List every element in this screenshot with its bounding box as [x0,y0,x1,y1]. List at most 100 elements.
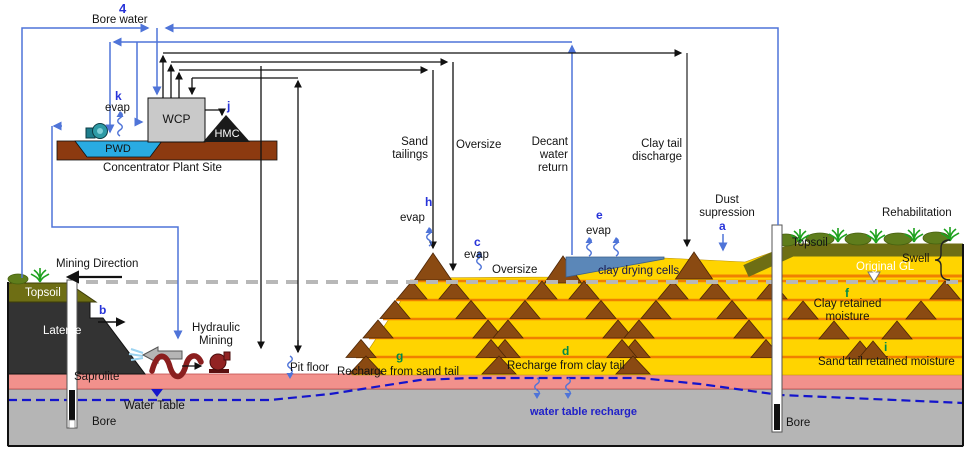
bund-triangle [472,319,504,339]
vegetation [7,226,960,285]
label-oversize-mid: Oversize [492,264,538,276]
label-d: d [562,344,570,358]
label-pit-floor: Pit floor [290,362,329,374]
bund-triangle [438,280,470,300]
grass-tuft-icon [30,267,50,283]
bund-triangle [526,280,558,300]
bund-triangle [733,319,765,339]
diagram-border [7,244,964,447]
label-bore-left: Bore [92,416,117,428]
bund-triangle [657,280,689,300]
bund-triangle [818,320,850,340]
label-decant-return: Decant water return [531,136,568,174]
label-original-gl: Original GL [856,261,915,273]
swell-brace [934,239,951,281]
bund-triangle [585,299,617,319]
bund-triangles [345,251,961,375]
label-plant-site: Concentrator Plant Site [103,162,222,174]
bund-triangle [475,338,507,358]
label-swell: Swell [902,253,930,265]
bund-triangle [699,280,731,300]
pit-pump-icon [209,351,231,373]
label-c: c [474,235,481,249]
label-clay-discharge: Clay tail discharge [632,138,682,163]
label-topsoil-left: Topsoil [25,287,61,299]
bund-triangle [623,319,655,339]
pump-icon [85,123,108,139]
label-sand-tailings: Sand tailings [392,136,428,161]
original-gl-marker [867,271,881,283]
terrain [7,226,964,447]
label-sand-moisture: Sand tail retained moisture [818,356,955,368]
bund-triangle [348,355,384,375]
label-f: f [845,286,849,300]
decant-pond [565,256,665,278]
substrate-layer [7,388,964,447]
process-lines [159,49,691,370]
bund-triangle [481,355,517,375]
label-mining-direction: Mining Direction [56,258,139,270]
bund-triangle [345,338,377,358]
shrub-icon [844,232,872,246]
squiggle-arrowhead [116,111,124,117]
bund-triangle [857,340,889,360]
shrub-icon [7,273,29,285]
label-k: k [115,89,122,103]
label-g: g [396,349,404,363]
label-oversize-top: Oversize [456,139,502,151]
label-e-evap: evap [586,225,611,237]
label-bore-water: Bore water [92,14,148,26]
label-recharge-sand: Recharge from sand tail [337,366,460,378]
shrub-icon [922,231,950,245]
bund-triangle [787,300,819,320]
label-h-evap: evap [400,212,425,224]
bund-triangle [413,252,453,281]
bund-triangle [929,280,961,300]
wcp-box [147,97,206,143]
bund-triangle [881,320,913,340]
label-a: a [719,219,726,233]
water-table-line [8,376,964,405]
label-clay-drying-cells: clay drying cells [598,265,680,277]
bund-triangle [362,319,394,339]
bund-triangle [455,299,487,319]
label-k-evap: evap [105,102,130,114]
squiggle-arrowhead [286,373,294,379]
bund-triangle [492,319,524,339]
bund-triangle [568,280,600,300]
label-hydraulic-mining: Hydraulic Mining [192,322,240,347]
bund-triangle [640,299,672,319]
hmc-stockpile [203,115,250,142]
concentrator-plant [56,97,278,380]
bore-right [771,224,783,433]
bund-triangle [602,319,634,339]
pwd-pond [74,140,163,158]
label-laterite: Laterite [43,325,82,337]
label-water-table: Water Table [124,400,185,412]
squiggle-arrowhead [585,237,593,243]
squiggle-arrowhead [612,237,620,243]
label-wcp: WCP [162,112,191,126]
label-recharge-clay: Recharge from clay tail [507,360,625,372]
label-e: e [596,208,603,222]
label-dust-suppression: Dust supression [699,194,755,219]
squiggle-arrowhead [533,393,541,399]
water-table-marker [151,389,163,397]
squiggle-arrowhead [475,251,483,257]
evap-recharge-squiggles [116,111,620,399]
shrub-icon [805,232,835,246]
saprolite-layer [7,373,964,390]
squiggle-arrow [287,355,293,375]
label-clay-moisture: Clay retained moisture [813,298,882,323]
bore-left [66,279,78,429]
bore-water-lines [21,23,779,340]
flow-lines [21,23,779,370]
bund-triangle [716,299,748,319]
squiggle-arrowhead [425,227,433,233]
bund-triangle [606,338,638,358]
label-c-evap: evap [464,249,489,261]
label-topsoil-right: Topsoil [792,237,828,249]
label-hmc: HMC [214,128,240,140]
